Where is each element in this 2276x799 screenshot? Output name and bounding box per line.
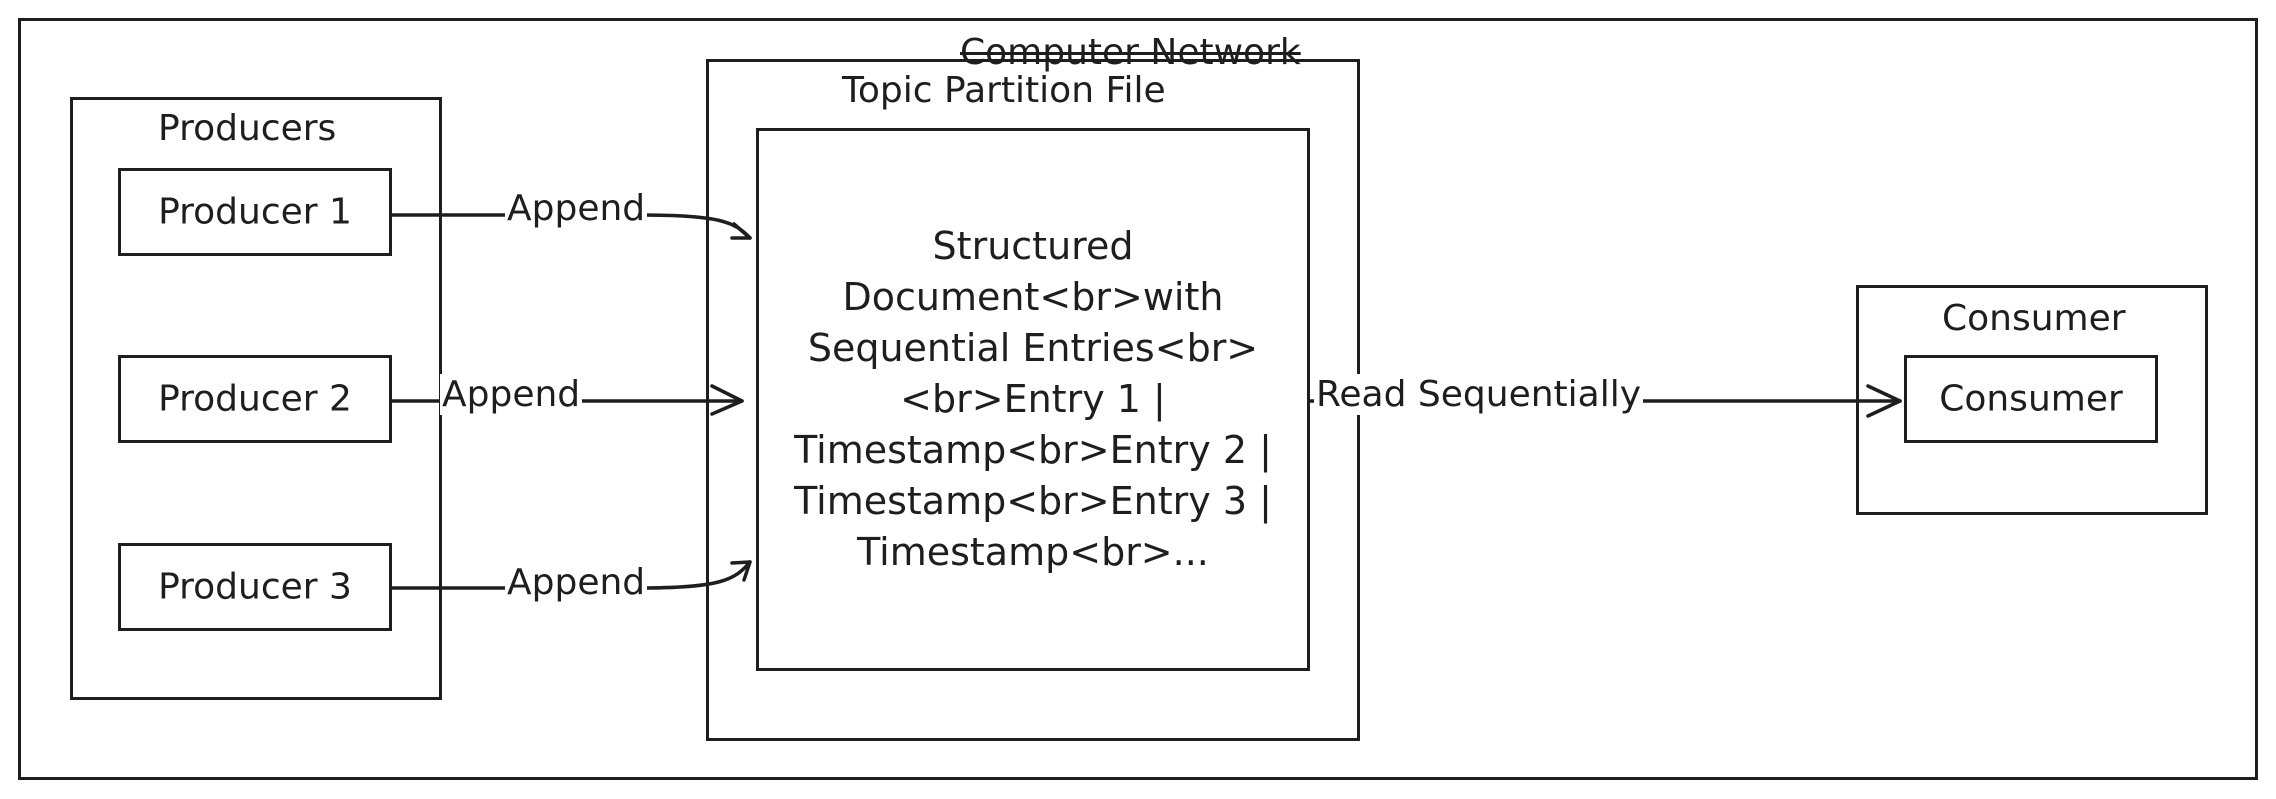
consumer-group-label: Consumer [1942,298,2126,339]
producer-2-node[interactable]: Producer 2 [118,355,392,443]
structured-document-node[interactable]: Structured Document<br>with Sequential E… [756,128,1310,671]
read-arrowhead [1866,384,1902,418]
producer-1-node[interactable]: Producer 1 [118,168,392,256]
topic-partition-label: Topic Partition File [842,70,1166,111]
producer-3-node[interactable]: Producer 3 [118,543,392,631]
computer-network-label: Computer Network [960,32,1301,73]
consumer-label: Consumer [1939,378,2123,420]
read-edge-label: Read Sequentially [1314,374,1644,415]
append-edge-label-3: Append [505,562,648,603]
producer-1-label: Producer 1 [158,191,352,233]
producer-2-label: Producer 2 [158,378,352,420]
structured-document-text: Structured Document<br>with Sequential E… [794,224,1272,574]
append-arrowhead-1 [730,222,752,240]
append-edge-label-1: Append [505,188,648,229]
producer-3-label: Producer 3 [158,566,352,608]
append-edge-label-2: Append [440,374,583,415]
producers-label: Producers [158,108,337,149]
append-arrowhead-3 [730,560,752,582]
consumer-node[interactable]: Consumer [1904,355,2158,443]
append-arrowhead-2 [710,384,744,416]
computer-network-group [18,18,2258,780]
